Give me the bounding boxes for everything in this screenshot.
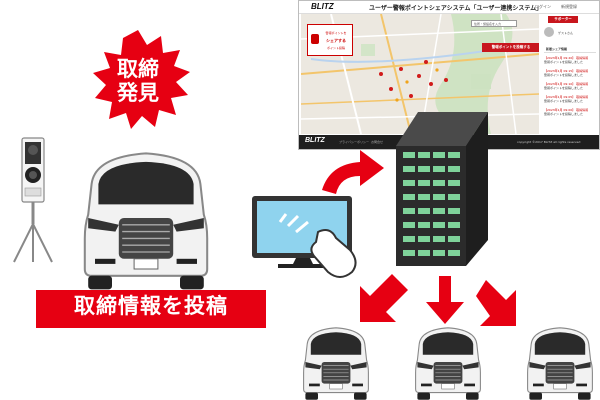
arrow-right-down-icon: [476, 280, 516, 326]
footer-logo: BLITZ: [305, 137, 325, 144]
copyright: copyright ©2017 BLITZ all rights reserve…: [517, 140, 581, 144]
burst-badge: [93, 30, 190, 129]
car-icon: [527, 327, 593, 400]
list-item: 警報ポイントを投稿しました: [544, 73, 584, 77]
divider: [544, 52, 596, 53]
post-warning-button[interactable]: 警報ポイントを投稿する: [482, 43, 539, 52]
touch-monitor-icon: [252, 196, 357, 278]
car-icon: [83, 152, 209, 291]
contact-link[interactable]: お問合せ: [371, 140, 384, 144]
car-icon: [311, 34, 319, 44]
app-title: ユーザー警報ポイントシェアシステム「ユーザー連携システム」: [369, 5, 543, 12]
info-sidebar: サポーター ゲストさん 新着シェア情報 【2023年1月 09:20】 取締情報…: [540, 14, 599, 134]
list-item: 警報ポイントを投稿しました: [544, 99, 584, 103]
guest-label: ゲストさん: [558, 31, 574, 35]
post-info-banner: [36, 290, 266, 328]
list-item: 警報ポイントを投稿しました: [544, 60, 584, 64]
banner-label: 取締情報を投稿: [74, 294, 228, 318]
list-item[interactable]: 【2023年1月 09:20】 取締情報: [544, 56, 589, 60]
list-item: 警報ポイントを投稿しました: [544, 112, 584, 116]
share-text-2: シェアする: [326, 38, 346, 43]
list-item: 警報ポイントを投稿しました: [544, 86, 584, 90]
share-text-1: 警報ポイントを: [325, 31, 347, 35]
arrow-down-icon: [426, 276, 464, 324]
register-link[interactable]: 新規登録: [561, 4, 577, 9]
app-logo: BLITZ: [311, 2, 334, 11]
arrow-to-server-icon: [322, 150, 384, 194]
share-point-panel[interactable]: 警報ポイントを シェアする ポイント投稿: [307, 24, 353, 56]
supporter-button[interactable]: サポーター: [548, 16, 578, 23]
search-input[interactable]: 住所・施設名を入力: [471, 20, 517, 27]
arrow-left-down-icon: [360, 274, 408, 322]
login-link[interactable]: ログイン: [535, 4, 551, 9]
app-header: BLITZ ユーザー警報ポイントシェアシステム「ユーザー連携システム」 ログイン…: [299, 1, 599, 14]
server-icon: [396, 112, 488, 266]
badge-line-1: 取締: [117, 57, 159, 81]
avatar: [544, 27, 554, 37]
list-item[interactable]: 【2023年1月 09:05】 取締情報: [544, 95, 589, 99]
privacy-link[interactable]: プライバシーポリシー: [339, 140, 369, 144]
share-text-3: ポイント投稿: [326, 46, 345, 50]
car-icon: [303, 327, 369, 400]
speed-camera-icon: [13, 137, 53, 263]
list-item[interactable]: 【2023年1月 09:15】 取締情報: [544, 69, 589, 73]
list-item[interactable]: 【2023年1月 09:00】 取締情報: [544, 108, 589, 112]
list-item[interactable]: 【2023年1月 09:10】 取締情報: [544, 82, 589, 86]
list-header: 新着シェア情報: [546, 47, 568, 51]
badge-line-2: 発見: [117, 81, 159, 105]
badge-text: 取締 発見: [88, 57, 188, 105]
car-icon: [415, 327, 481, 400]
